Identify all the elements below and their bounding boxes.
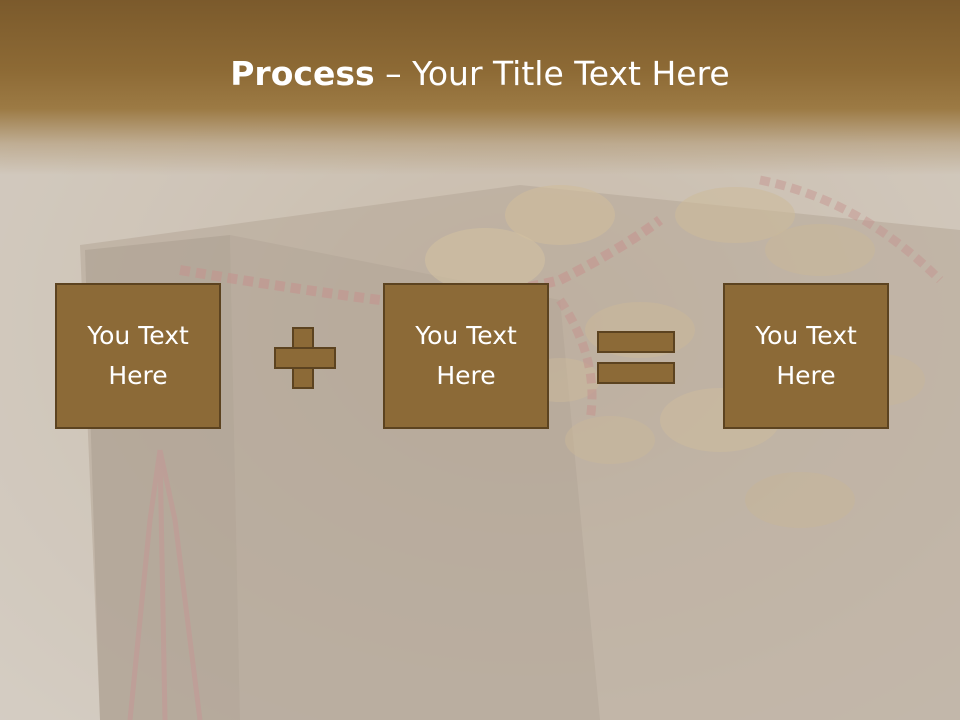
process-box-3-line1: You Text bbox=[755, 321, 857, 350]
plus-icon bbox=[274, 327, 336, 389]
equals-icon bbox=[597, 331, 675, 384]
process-box-1-line2: Here bbox=[108, 361, 168, 390]
process-box-3-line2: Here bbox=[776, 361, 836, 390]
title-rest: – Your Title Text Here bbox=[374, 54, 730, 93]
title-bold: Process bbox=[230, 54, 375, 93]
slide-title: Process – Your Title Text Here bbox=[0, 52, 960, 96]
process-box-1: You Text Here bbox=[55, 283, 221, 429]
process-box-2-line1: You Text bbox=[415, 321, 517, 350]
title-band bbox=[0, 0, 960, 175]
process-box-2: You Text Here bbox=[383, 283, 549, 429]
process-box-1-line1: You Text bbox=[87, 321, 189, 350]
process-box-2-line2: Here bbox=[436, 361, 496, 390]
process-box-3: You Text Here bbox=[723, 283, 889, 429]
